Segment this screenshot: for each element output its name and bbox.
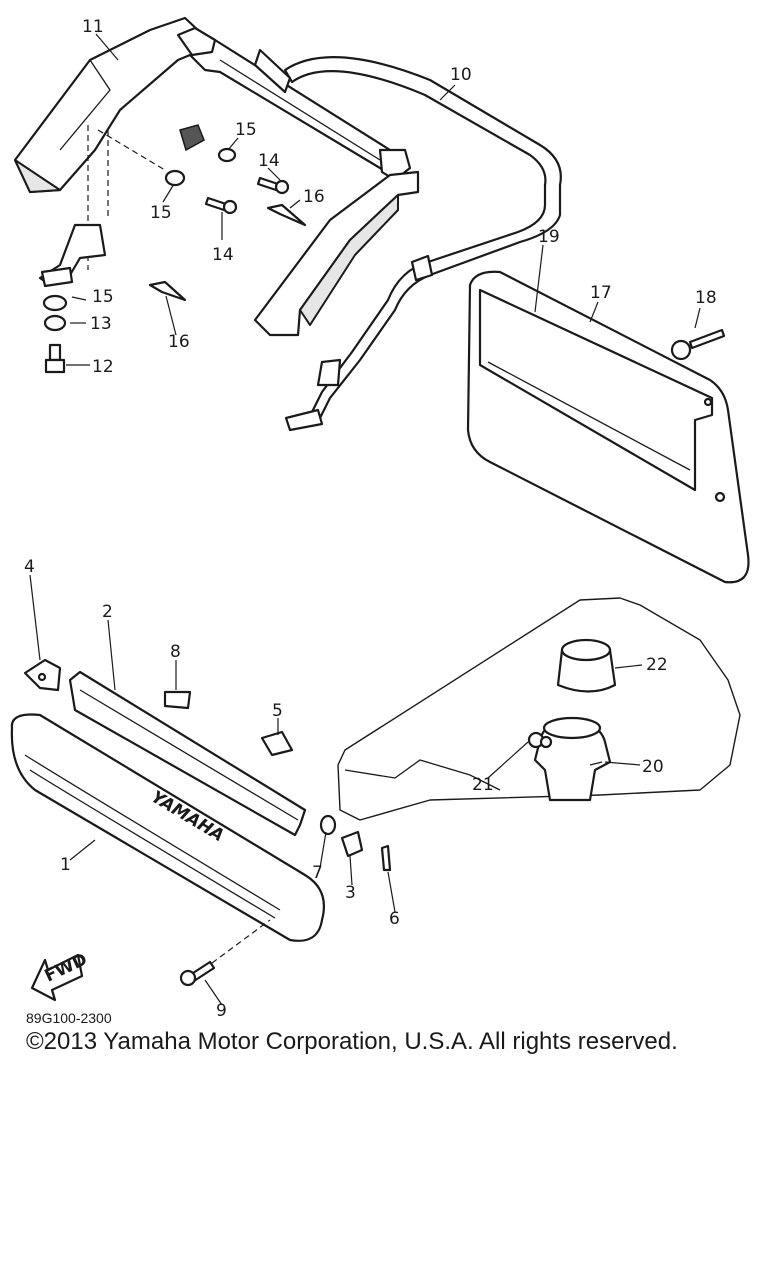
callout-9: 9: [216, 1001, 227, 1021]
copyright-notice: ©2013 Yamaha Motor Corporation, U.S.A. A…: [26, 1028, 678, 1055]
callout-14b: 14: [212, 245, 234, 265]
callout-20: 20: [642, 757, 664, 777]
callout-8: 8: [170, 642, 181, 662]
callout-14a: 14: [258, 151, 280, 171]
body-tank: [337, 597, 741, 821]
callout-3: 3: [345, 883, 356, 903]
callout-7: 7: [312, 863, 323, 883]
diagram-code: 89G100-2300: [26, 1010, 112, 1026]
small-parts-3-6-7: [319, 814, 392, 872]
callout-4: 4: [24, 557, 35, 577]
callout-13: 13: [90, 314, 112, 334]
callout-numbers: 11 10 15 15 14 14 16 19 17 18 15 13 12 1…: [24, 17, 717, 1021]
part-5-clip: [260, 730, 294, 757]
part-8-label: [163, 690, 192, 710]
callout-2: 2: [102, 602, 113, 622]
callout-16a: 16: [303, 187, 325, 207]
exploded-parts-diagram: YAMAHA FWD: [10, 16, 750, 1021]
callout-6: 6: [389, 909, 400, 929]
callout-15c: 15: [92, 287, 114, 307]
part-20-filler-neck: [533, 716, 612, 802]
bolts-and-washers: [42, 147, 307, 374]
part-10-grab-bar: [253, 48, 562, 432]
callout-16b: 16: [168, 332, 190, 352]
part-2-bumper-plate: [68, 670, 307, 837]
left-bracket-leg: [38, 223, 107, 288]
part-18-screw: [670, 328, 726, 361]
part-17-flap-panel: [466, 270, 750, 584]
part-4-bracket: [23, 658, 62, 692]
callout-22: 22: [646, 655, 668, 675]
part-9-screw: [179, 919, 271, 987]
callout-1: 1: [60, 855, 71, 875]
callout-12: 12: [92, 357, 114, 377]
callout-15b: 15: [150, 203, 172, 223]
part-11-rear-frame: [13, 16, 420, 337]
part-21-plug: [527, 731, 553, 749]
callout-5: 5: [272, 701, 283, 721]
callout-19: 19: [538, 227, 560, 247]
leader-lines: [29, 33, 701, 1006]
callout-17: 17: [590, 283, 612, 303]
fwd-arrow: FWD: [30, 950, 90, 1002]
callout-18: 18: [695, 288, 717, 308]
callout-10: 10: [450, 65, 472, 85]
callout-21: 21: [472, 775, 494, 795]
callout-15a: 15: [235, 120, 257, 140]
callout-11: 11: [82, 17, 104, 37]
part-22-cap: [556, 638, 617, 693]
